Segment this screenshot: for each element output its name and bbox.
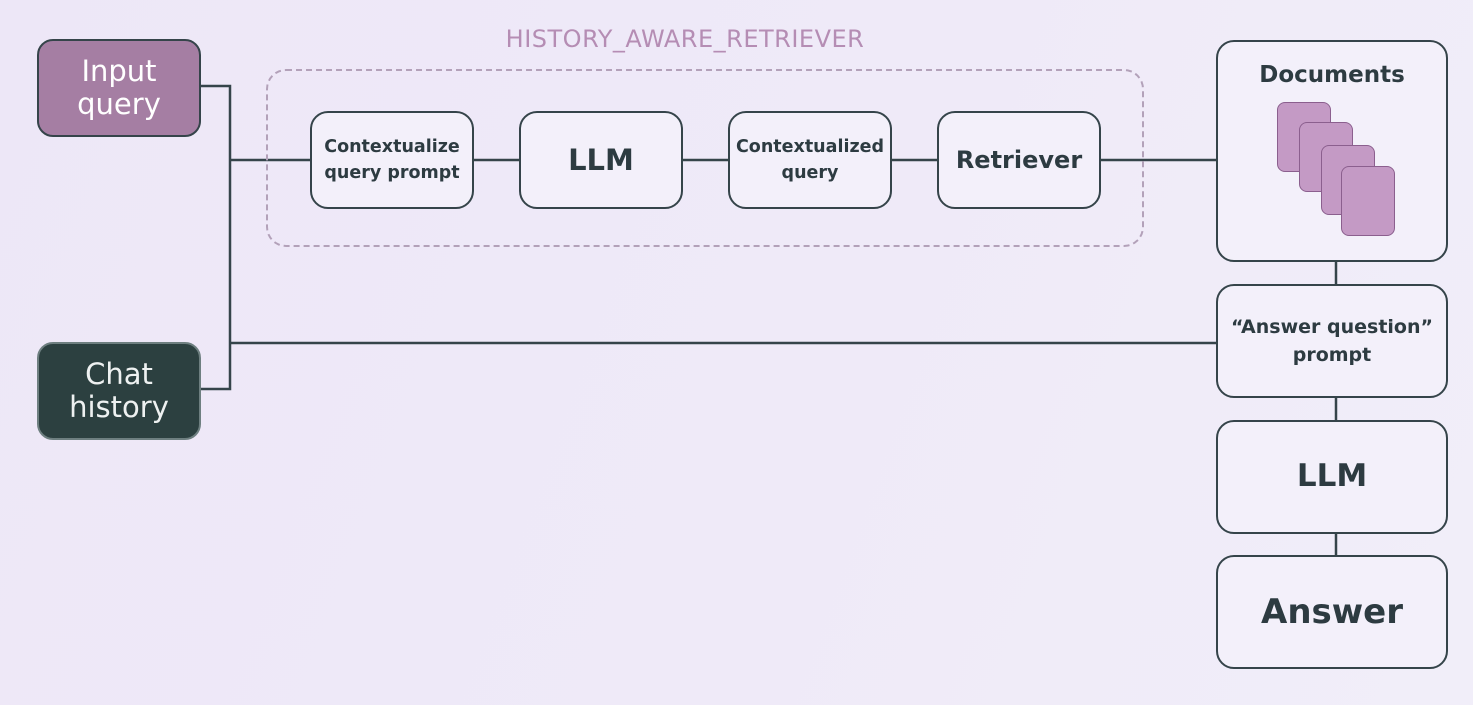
contextualize-prompt-line-2: query prompt [324,163,460,183]
llm-node-answer: LLM [1216,420,1448,534]
contextualize-prompt-node: Contextualize query prompt [310,111,474,209]
retriever-node: Retriever [937,111,1101,209]
answer-prompt-line-2: prompt [1292,344,1372,366]
document-stack-icon [1275,100,1405,240]
document-icon-4 [1341,166,1395,236]
contextualized-query-line-2: query [781,163,839,183]
history-aware-retriever-label: HISTORY_AWARE_RETRIEVER [505,25,865,53]
contextualized-query-node: Contextualized query [728,111,892,209]
chat-history-line-2: history [69,390,169,424]
contextualize-prompt-line-1: Contextualize [324,136,460,157]
answer-prompt-line-1: “Answer question” [1231,315,1433,338]
answer-node: Answer [1216,555,1448,669]
llm-answer-label: LLM [1296,458,1368,495]
input-query-node: Input query [37,39,201,137]
history-aware-retriever-group [266,69,1144,247]
llm-node-retriever: LLM [519,111,683,209]
retriever-label: Retriever [955,145,1083,174]
chat-history-line-1: Chat [85,356,153,391]
llm-retriever-label: LLM [568,142,634,177]
answer-prompt-node: “Answer question” prompt [1216,284,1448,398]
documents-label: Documents [1259,62,1405,88]
input-query-line-2: query [77,87,161,121]
contextualized-query-line-1: Contextualized [735,136,885,157]
connector-input-query [201,84,232,391]
answer-label: Answer [1261,591,1403,632]
chat-history-node: Chat history [37,342,201,440]
input-query-line-1: Input [81,53,157,88]
